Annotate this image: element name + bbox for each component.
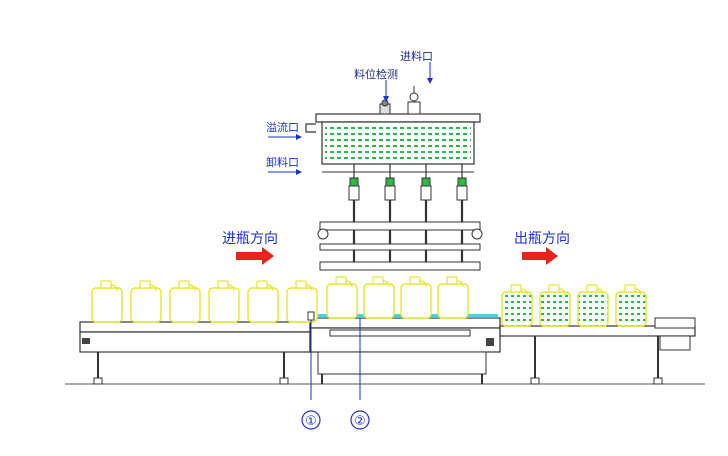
incoming-bottle — [91, 280, 123, 323]
outfeed-conveyor — [499, 317, 696, 385]
discharge-port-label: 卸料口 — [266, 155, 299, 169]
filling-bottle — [363, 276, 395, 319]
filled-bottle — [615, 284, 647, 327]
filling-nozzle — [420, 164, 432, 270]
bottle-out-direction-label: 出瓶方向 — [514, 231, 570, 247]
filling-conveyor — [309, 317, 501, 384]
incoming-bottle — [130, 280, 162, 323]
filling-nozzle — [456, 164, 468, 270]
overflow-port-label: 溢流口 — [266, 120, 299, 134]
feed-inlet-valve — [407, 101, 421, 115]
infeed-conveyor — [79, 321, 311, 385]
bottle-out-arrow — [522, 247, 558, 265]
feed-inlet-label: 进料口 — [400, 49, 433, 63]
bottle-in-arrow — [236, 247, 274, 265]
incoming-bottle — [208, 280, 240, 323]
nozzle-lift-frame — [317, 221, 483, 271]
filling-bottle — [326, 276, 358, 319]
bottle-row — [91, 276, 647, 327]
filled-bottle — [501, 284, 533, 327]
filling-nozzle — [348, 164, 360, 270]
filling-bottle — [437, 276, 469, 319]
incoming-bottle — [247, 280, 279, 323]
callout-1-label: ① — [305, 414, 317, 429]
callout-1-circle — [301, 410, 321, 430]
filling-bottle — [400, 276, 432, 319]
filled-bottle — [539, 284, 571, 327]
bottle-in-direction-label: 进瓶方向 — [222, 231, 278, 247]
filling-nozzle — [384, 164, 396, 270]
callout-2-circle — [350, 410, 370, 430]
callout-2-label: ② — [354, 414, 366, 429]
tank-top-plate — [315, 113, 481, 123]
tank-assembly — [268, 62, 481, 175]
filling-nozzles — [348, 164, 468, 270]
filled-bottle — [577, 284, 609, 327]
level-detection-label: 料位检测 — [354, 67, 398, 81]
incoming-bottle — [169, 280, 201, 323]
